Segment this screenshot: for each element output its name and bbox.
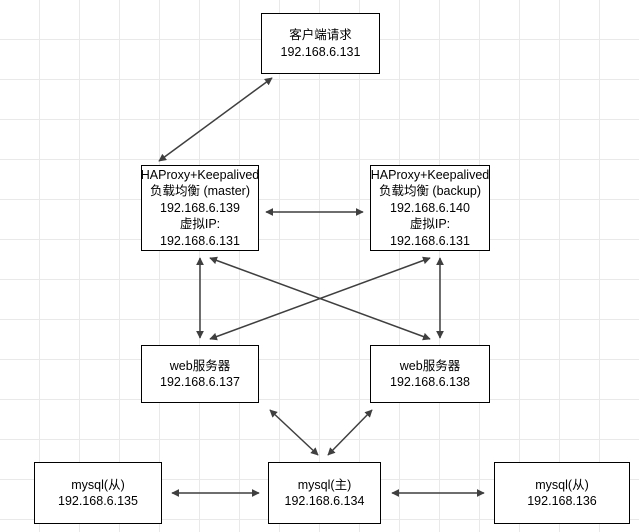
node-haproxy-keepalived-backup[interactable]: HAProxy+Keepalived 负载均衡 (backup) 192.168… (370, 165, 490, 251)
node-haproxy-master-line-3: 192.168.6.139 (160, 200, 240, 215)
node-client-request-line-1: 客户端请求 (289, 28, 352, 42)
node-mysql-slave-135-line-2: 192.168.6.135 (58, 494, 138, 508)
node-web-server-138[interactable]: web服务器 192.168.6.138 (370, 345, 490, 403)
node-haproxy-keepalived-master[interactable]: HAProxy+Keepalived 负载均衡 (master) 192.168… (141, 165, 259, 251)
node-haproxy-backup-line-5: 192.168.6.131 (390, 233, 470, 248)
edge-web-2-to-mysql-master (327, 409, 373, 456)
node-web-server-137[interactable]: web服务器 192.168.6.137 (141, 345, 259, 403)
node-web-server-138-line-1: web服务器 (399, 358, 461, 373)
node-haproxy-backup-line-2: 负载均衡 (backup) (378, 184, 482, 199)
node-web-server-137-line-1: web服务器 (169, 358, 231, 373)
node-haproxy-backup-line-4: 虚拟IP: (409, 217, 451, 232)
node-haproxy-backup-line-1: HAProxy+Keepalived (370, 167, 490, 182)
node-haproxy-master-line-2: 负载均衡 (master) (149, 184, 250, 199)
node-mysql-slave-136-line-1: mysql(从) (535, 477, 589, 492)
node-client-request[interactable]: 客户端请求 192.168.6.131 (261, 13, 380, 74)
edge-web-1-to-mysql-master (269, 409, 319, 456)
edge-client-to-ha-master (158, 77, 273, 162)
node-web-server-138-line-2: 192.168.6.138 (390, 375, 470, 389)
node-mysql-master-134[interactable]: mysql(主) 192.168.6.134 (268, 462, 381, 524)
node-haproxy-master-line-1: HAProxy+Keepalived (140, 167, 260, 182)
node-haproxy-master-line-5: 192.168.6.131 (160, 233, 240, 248)
node-client-request-line-2: 192.168.6.131 (280, 44, 361, 59)
edge-ha-master-to-web-2 (209, 256, 431, 341)
node-mysql-slave-136[interactable]: mysql(从) 192.168.136 (494, 462, 630, 524)
node-haproxy-master-line-4: 虚拟IP: (179, 217, 221, 232)
node-mysql-master-134-line-1: mysql(主) (297, 477, 352, 492)
node-mysql-slave-135-line-1: mysql(从) (71, 477, 125, 492)
node-mysql-slave-136-line-2: 192.168.136 (527, 494, 597, 508)
edge-ha-backup-to-web-1 (209, 256, 431, 341)
node-haproxy-backup-line-3: 192.168.6.140 (390, 200, 470, 215)
node-mysql-slave-135[interactable]: mysql(从) 192.168.6.135 (34, 462, 162, 524)
node-web-server-137-line-2: 192.168.6.137 (160, 375, 240, 389)
node-mysql-master-134-line-2: 192.168.6.134 (284, 494, 365, 508)
